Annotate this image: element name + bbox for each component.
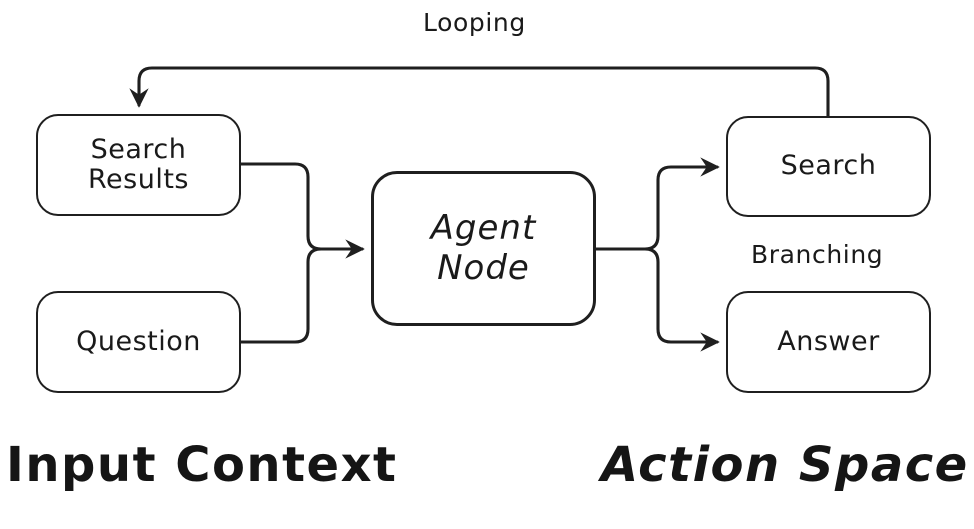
edge-agent-to-search (594, 157, 720, 251)
node-answer[interactable]: Answer (726, 291, 931, 393)
node-search-label: Search (780, 150, 877, 182)
node-question[interactable]: Question (36, 291, 241, 393)
edge-agent-to-answer (594, 247, 720, 352)
node-question-label: Question (76, 325, 201, 357)
edge-search-results-to-agent (239, 162, 365, 259)
group-title-action-space: Action Space (601, 437, 969, 493)
edge-question-to-agent (239, 247, 364, 344)
group-title-input-context: Input Context (6, 437, 398, 493)
edge-label-branching: Branching (751, 240, 884, 269)
node-search-results-label: Search Results (88, 133, 189, 195)
edge-search-to-search-results-loop (129, 66, 830, 118)
node-search-results[interactable]: Search Results (36, 114, 241, 216)
node-search[interactable]: Search (726, 116, 931, 217)
node-agent-label: Agent Node (430, 208, 537, 288)
node-agent[interactable]: Agent Node (371, 171, 596, 326)
node-answer-label: Answer (777, 325, 880, 357)
edge-label-looping: Looping (423, 8, 526, 37)
